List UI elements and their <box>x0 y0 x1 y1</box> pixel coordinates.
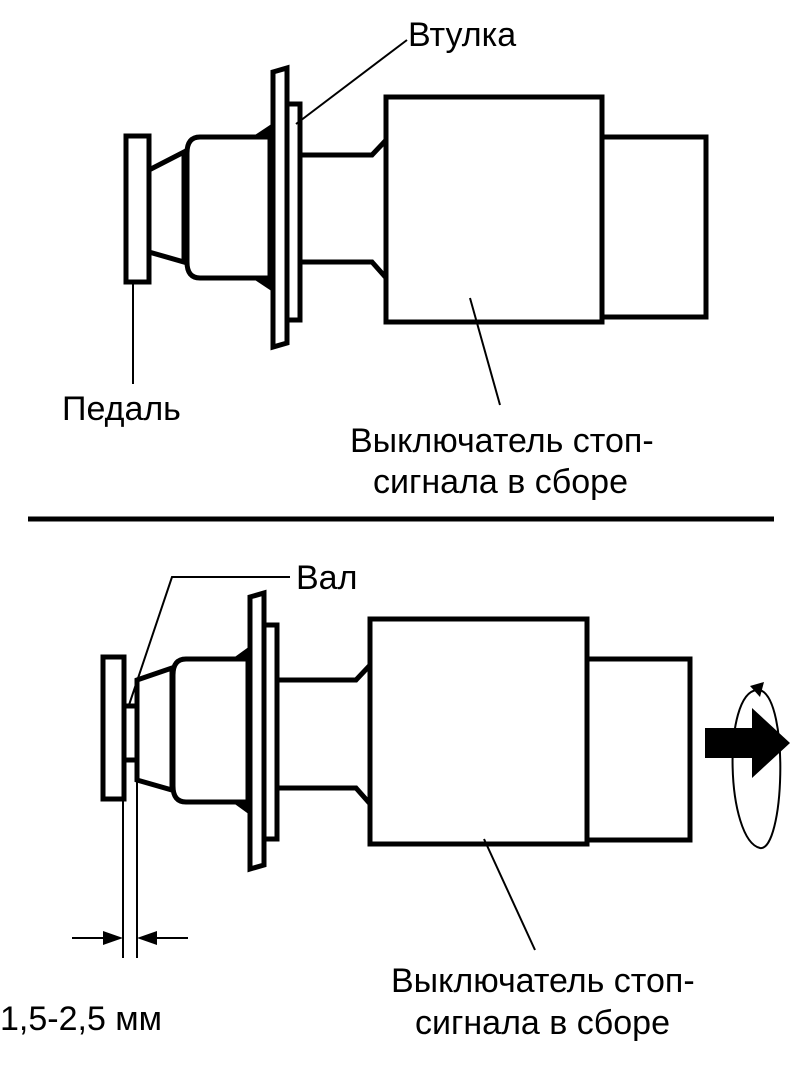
switch-leader-bottom <box>483 838 536 951</box>
pedal-plate-bottom <box>100 654 127 802</box>
switch-body-front-bottom <box>170 656 251 805</box>
gap-arrowhead-left <box>103 931 123 945</box>
switch-leader-top <box>469 297 501 406</box>
switch-label-bottom-1: Выключатель стоп- <box>391 962 695 1000</box>
shaft-bottom <box>274 656 375 813</box>
top-assembly: Втулка Педаль Выключатель стоп- сигнала … <box>62 16 709 501</box>
mounting-bracket <box>270 64 290 351</box>
switch-housing-bottom <box>367 616 590 847</box>
push-direction-arrow-icon <box>705 708 790 778</box>
rotation-arrowhead-icon <box>750 682 764 697</box>
rotation-arrow-icon <box>731 689 782 849</box>
switch-connector <box>599 134 709 320</box>
gap-label: 1,5-2,5 мм <box>0 1000 162 1038</box>
shaft-label: Вал <box>296 559 357 597</box>
bushing-leader <box>295 39 408 125</box>
switch-label-bottom-2: сигнала в сборе <box>415 1004 670 1042</box>
weld-fillet-bottom <box>252 278 273 292</box>
weld-fillet-bottom-bottom <box>232 802 250 815</box>
shaft-top <box>297 131 391 287</box>
gap-arrowhead-right <box>137 931 157 945</box>
switch-label-top-2: сигнала в сборе <box>373 463 628 501</box>
plunger-stub <box>146 147 187 266</box>
weld-fillet-top-bottom <box>232 646 250 659</box>
switch-body-front <box>184 134 273 281</box>
bottom-assembly: Вал 1,5-2,5 мм Выключатель стоп- сигнала… <box>0 559 790 1042</box>
pedal-plate <box>123 133 152 285</box>
switch-label-top-1: Выключатель стоп- <box>350 422 654 460</box>
switch-housing <box>383 94 605 325</box>
pedal-label: Педаль <box>62 390 181 428</box>
weld-fillet-top <box>252 123 273 137</box>
switch-connector-bottom <box>584 656 693 843</box>
mounting-bracket-bottom <box>247 589 267 873</box>
shaft-leader <box>127 576 290 709</box>
bushing-label: Втулка <box>408 16 516 54</box>
plunger-stub-bottom <box>134 664 175 794</box>
